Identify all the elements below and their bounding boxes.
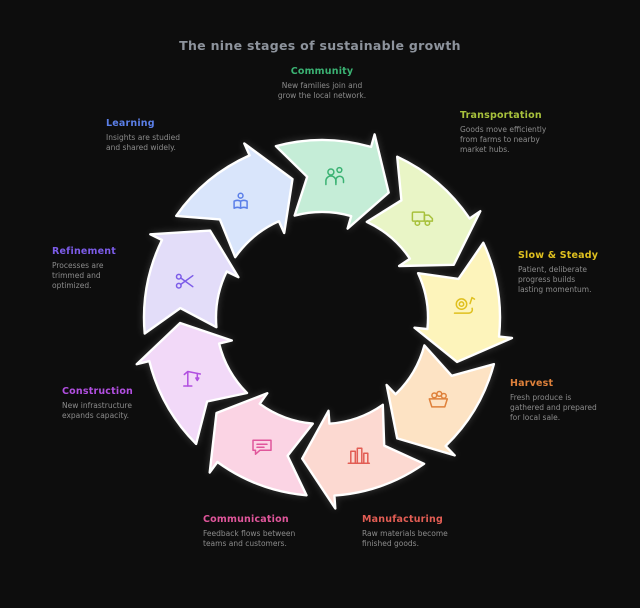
label-body: Goods move efficiently from farms to nea…: [460, 125, 547, 154]
label-heading: Harvest: [510, 378, 554, 389]
label-body: Raw materials become finished goods.: [362, 529, 448, 549]
label-heading: Manufacturing: [362, 514, 443, 525]
crane-icon: [183, 370, 202, 387]
segment-community: [274, 133, 390, 230]
label-heading: Transportation: [460, 110, 542, 121]
label-body: Fresh produce is gathered and prepared f…: [510, 393, 597, 422]
segment-transportation: [365, 155, 482, 268]
label-heading: Slow & Steady: [518, 250, 599, 261]
people-icon: [325, 166, 345, 186]
label-heading: Community: [290, 66, 354, 77]
label-body: Feedback flows between teams and custome…: [203, 529, 296, 549]
label-body: New families join and grow the local net…: [277, 81, 367, 101]
chat-icon: [252, 439, 272, 455]
diagram-title: The nine stages of sustainable growth: [179, 38, 461, 53]
label-body: Patient, deliberate progress builds last…: [518, 265, 592, 294]
scissors-icon: [175, 273, 194, 289]
label-heading: Communication: [203, 514, 289, 525]
label-body: Processes are trimmed and optimized.: [52, 261, 104, 290]
label-body: New infrastructure expands capacity.: [62, 401, 132, 421]
label-heading: Learning: [106, 118, 155, 129]
factory-icon: [347, 447, 371, 464]
basket-icon: [428, 390, 449, 408]
segment-harvest: [385, 344, 496, 457]
label-body: Insights are studied and shared widely.: [106, 133, 181, 153]
label-heading: Construction: [62, 386, 134, 397]
truck-icon: [411, 211, 434, 227]
snail-icon: [453, 296, 476, 314]
segment-construction: [135, 321, 249, 446]
reader-icon: [233, 192, 248, 209]
label-heading: Refinement: [52, 246, 117, 257]
segment-refinement: [142, 229, 240, 335]
